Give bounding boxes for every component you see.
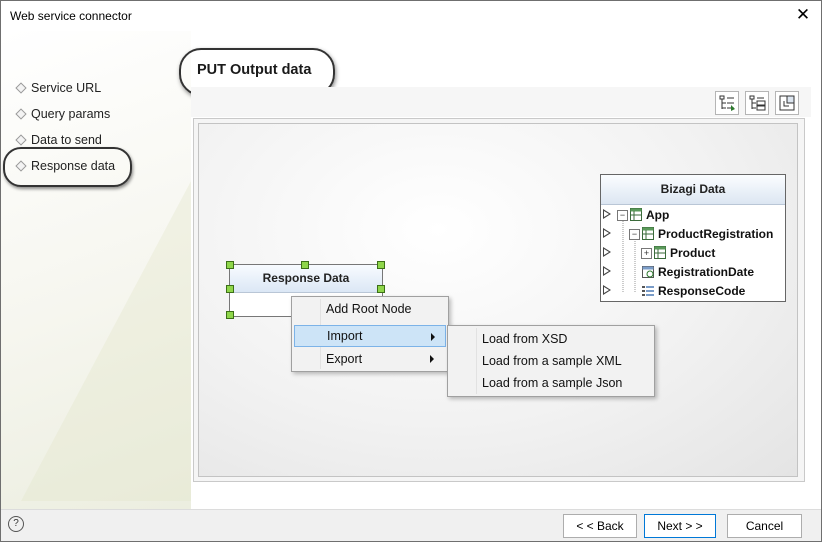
title-bar: Web service connector ✕ [1,1,821,31]
collapse-icon[interactable]: − [617,210,628,221]
fit-to-screen-button[interactable] [775,91,799,115]
submenu-arrow-icon [430,355,434,363]
menu-item-label: Load from XSD [482,332,568,346]
resize-handle[interactable] [377,285,385,293]
sidebar-nav: Service URL Query params Data to send Re… [2,75,133,187]
connector-arrow-icon[interactable] [603,285,611,295]
tree-node-label: Product [670,246,716,260]
entity-table-icon [630,208,642,221]
response-data-title: Response Data [230,265,382,293]
menu-item-label: Add Root Node [326,302,412,316]
tree-node-label: RegistrationDate [658,265,755,279]
bizagi-data-node[interactable]: Bizagi Data − App − P [600,174,786,302]
tree-node-label: ResponseCode [658,284,746,298]
resize-handle[interactable] [226,261,234,269]
collapse-tree-icon [749,95,766,111]
collapse-icon[interactable]: − [629,229,640,240]
back-button[interactable]: < < Back [563,514,637,538]
connector-arrow-icon[interactable] [603,247,611,257]
menu-item-add-root-node[interactable]: Add Root Node [294,298,444,320]
sidebar-item-response-data[interactable]: Response data [2,147,133,187]
expand-tree-button[interactable] [715,91,739,115]
menu-item-label: Load from a sample XML [482,354,622,368]
connector-arrow-icon[interactable] [603,209,611,219]
sidebar-item-data-to-send[interactable]: Data to send [15,127,115,153]
tree-node-responsecode[interactable]: ResponseCode [601,282,785,301]
date-attribute-icon [642,266,654,278]
bizagi-data-title: Bizagi Data [601,175,785,205]
help-icon[interactable]: ? [8,516,24,532]
tree-node-app[interactable]: − App [601,206,785,225]
menu-gutter [476,328,477,394]
menu-item-label: Import [327,329,363,343]
bullet-icon [15,134,27,146]
fit-to-screen-icon [779,95,795,111]
bullet-icon [15,108,27,120]
cancel-button[interactable]: Cancel [727,514,802,538]
tree-node-product[interactable]: + Product [601,244,785,263]
submenu-arrow-icon [431,333,435,341]
close-icon[interactable]: ✕ [795,5,811,24]
tree-node-registrationdate[interactable]: RegistrationDate [601,263,785,282]
menu-item-import[interactable]: Import [294,325,446,347]
sidebar-item-service-url[interactable]: Service URL [15,75,115,101]
entity-table-icon [642,227,654,240]
expand-icon[interactable]: + [641,248,652,259]
menu-item-label: Load from a sample Json [482,376,623,390]
menu-item-load-sample-json[interactable]: Load from a sample Json [450,372,650,394]
connector-arrow-icon[interactable] [603,266,611,276]
resize-handle[interactable] [226,285,234,293]
context-menu: Add Root Node Import Export [291,296,449,372]
resize-handle[interactable] [377,261,385,269]
next-button[interactable]: Next > > [644,514,716,538]
sidebar-background [1,31,191,509]
tree-node-label: App [646,208,670,222]
connector-arrow-icon[interactable] [603,228,611,238]
resize-handle[interactable] [301,261,309,269]
bullet-icon [15,160,27,172]
entity-table-icon [654,246,666,259]
collapse-tree-button[interactable] [745,91,769,115]
page-title: PUT Output data [197,62,312,78]
menu-item-label: Export [326,352,363,366]
sidebar-item-query-params[interactable]: Query params [15,101,115,127]
menu-item-export[interactable]: Export [294,348,444,370]
import-submenu: Load from XSD Load from a sample XML Loa… [447,325,655,397]
diagram-toolbar [191,87,811,117]
sidebar-item-label: Response data [31,159,116,173]
resize-handle[interactable] [226,311,234,319]
tree-node-productregistration[interactable]: − ProductRegistration [601,225,785,244]
sidebar-item-label: Query params [31,107,111,121]
menu-item-load-from-xsd[interactable]: Load from XSD [450,328,650,350]
bullet-icon [15,82,27,94]
list-attribute-icon [642,286,654,296]
window-title: Web service connector [10,9,132,23]
sidebar-item-label: Data to send [31,133,102,147]
sidebar-item-label: Service URL [31,81,102,95]
menu-item-load-sample-xml[interactable]: Load from a sample XML [450,350,650,372]
tree-lines [622,221,636,293]
expand-tree-icon [719,95,735,111]
tree-node-label: ProductRegistration [658,227,774,241]
